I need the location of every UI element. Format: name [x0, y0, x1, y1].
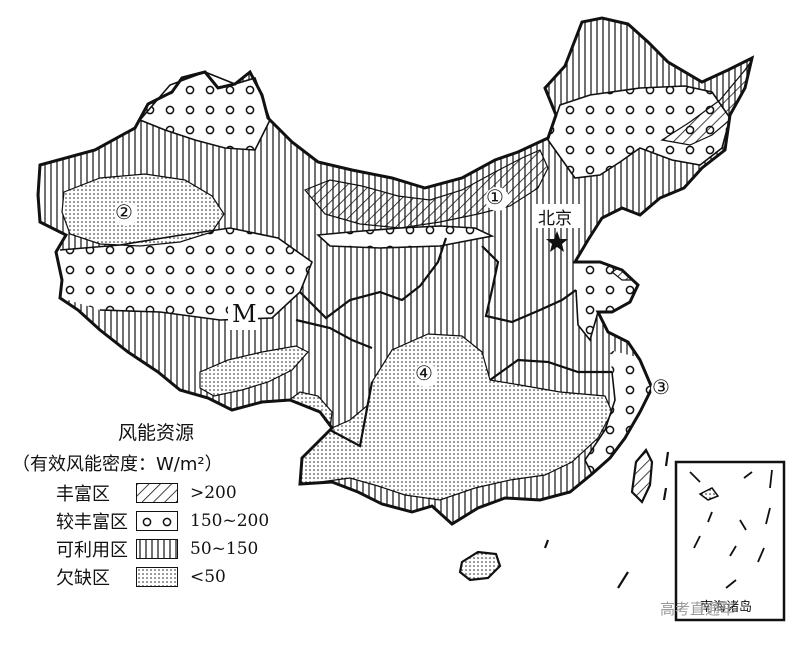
zone-label-4: ④	[415, 361, 433, 385]
legend-swatch-dots-icon	[136, 567, 178, 587]
legend-swatch-vertical-icon	[136, 539, 178, 559]
inset-dash-6	[725, 579, 737, 589]
inset-hainan	[698, 487, 720, 501]
legend-range-rich: >200	[190, 483, 237, 503]
zone-poor-tibet-east	[199, 345, 309, 397]
zone-fairly-rich-northeast	[548, 86, 730, 178]
inset-dash-10	[739, 519, 747, 531]
inset-dashes	[689, 469, 773, 589]
line-kunlun	[295, 318, 373, 350]
boundary-inner-mongolia-circles	[316, 225, 495, 249]
inset-dash-8	[707, 511, 713, 523]
boundary-northeast	[547, 85, 731, 179]
inner-lines	[295, 237, 612, 448]
region-m-label: M	[232, 300, 257, 328]
hainan-island	[458, 550, 502, 582]
zone-4-label-bg	[414, 363, 438, 387]
inset-dash-5	[757, 547, 765, 563]
legend-name-rich: 丰富区	[56, 484, 110, 505]
zone-fairly-rich-shandong	[575, 262, 638, 340]
zone-rich-inner-mongolia	[304, 149, 549, 229]
dash-3	[617, 571, 629, 589]
nine-dash-line-outside	[543, 451, 670, 589]
zone-1-label-bg	[485, 187, 509, 211]
boundary-shandong	[575, 289, 599, 342]
zone-label-3: ③	[652, 375, 670, 399]
capital-label: 北京	[538, 209, 572, 229]
legend-name-usable: 可利用区	[56, 540, 128, 561]
south-china-sea-inset	[674, 460, 786, 622]
taiwan-island	[630, 448, 654, 504]
legend-name-poor: 欠缺区	[56, 568, 110, 589]
legend-row-usable: 可利用区 50~150	[56, 536, 258, 562]
legend-range-poor: <50	[190, 567, 226, 587]
beijing-star-icon	[546, 231, 568, 252]
inset-frame	[674, 460, 786, 622]
inset-title: 南海诸岛	[700, 596, 753, 615]
inset-dash-3	[769, 469, 773, 489]
zone-3-label-bg	[651, 377, 675, 401]
boundary-tarim	[59, 227, 313, 321]
inset-dash-7	[693, 535, 701, 549]
legend-row-rich: 丰富区 >200	[56, 480, 237, 506]
zone-label-2: ②	[115, 200, 133, 224]
legend-swatch-hatch-icon	[136, 483, 178, 503]
legend-range-usable: 50~150	[190, 539, 259, 559]
zone-2-label-bg	[114, 202, 138, 226]
zone-fairly-rich-coast	[585, 350, 652, 474]
legend-title: 风能资源	[118, 422, 195, 444]
line-yellow-river-west	[299, 237, 448, 320]
inset-dash-4	[765, 507, 771, 525]
line-yellow-river-east	[481, 245, 577, 324]
dash-1	[664, 451, 670, 467]
legend-subtitle: （有效风能密度：W/m²）	[12, 454, 223, 475]
watermark: 高考直通车	[660, 600, 736, 618]
zone-poor-tarim	[61, 173, 225, 247]
legend-swatch-circles-icon	[136, 511, 178, 531]
inset-dash-1	[689, 471, 701, 483]
legend-range-fairly-rich: 150~200	[190, 511, 270, 531]
dash-2	[662, 487, 668, 501]
line-southwest	[329, 381, 374, 448]
boundary-coast	[584, 371, 616, 475]
dash-4	[543, 539, 550, 549]
inset-dash-2	[743, 471, 753, 479]
legend-row-fairly-rich: 较丰富区 150~200	[56, 508, 269, 534]
region-m-label-bg	[228, 302, 258, 330]
line-yangtze	[489, 358, 612, 381]
legend-row-poor: 欠缺区 <50	[56, 564, 226, 590]
zone-fairly-rich-tarim	[60, 228, 312, 320]
legend-name-fairly-rich: 较丰富区	[56, 512, 128, 533]
capital-label-bg	[536, 204, 580, 228]
inset-dash-9	[729, 545, 737, 557]
zone-label-1: ①	[486, 185, 504, 209]
